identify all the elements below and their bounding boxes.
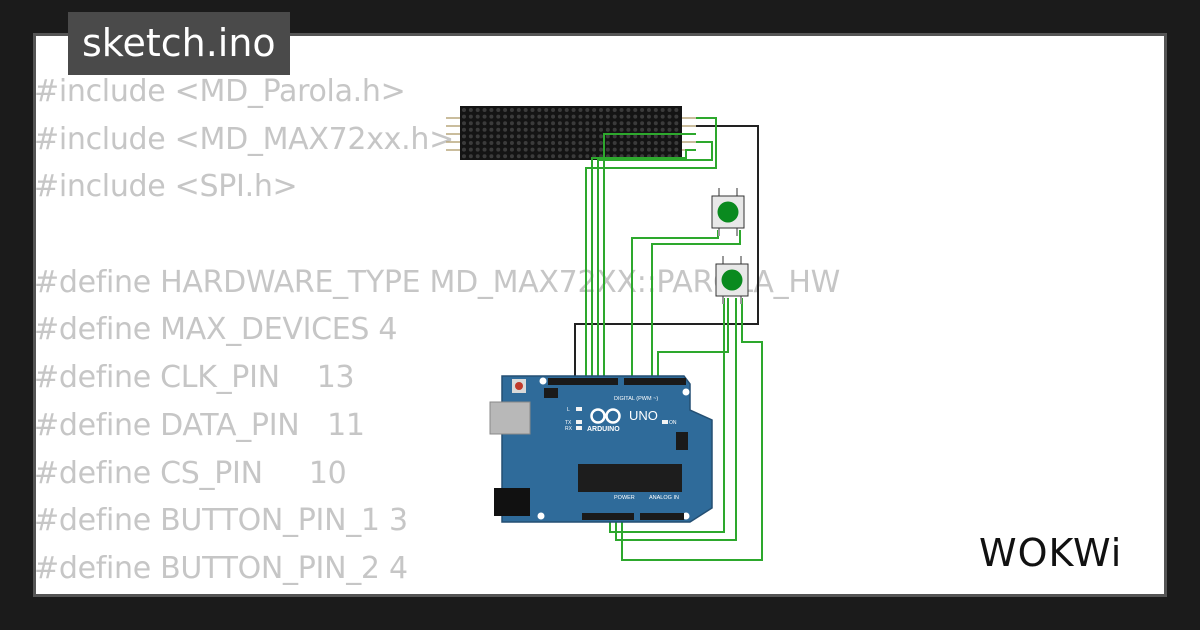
digital-label: DIGITAL (PWM ~)	[614, 396, 658, 402]
wires[interactable]	[574, 117, 763, 561]
board-model-label: UNO	[629, 408, 658, 423]
led-tx	[576, 420, 582, 424]
wire-btn2	[657, 298, 729, 380]
led-rx-label: RX	[565, 426, 573, 432]
mount-hole	[682, 512, 690, 520]
power-jack	[494, 488, 530, 516]
arduino-uno-board[interactable]: UNO ARDUINO DIGITAL (PWM ~) POWER ANALOG…	[489, 375, 713, 523]
code-line: #define BUTTON_PIN_1 3	[34, 503, 408, 539]
atmega-chip	[578, 464, 682, 492]
led-on-label: ON	[669, 420, 677, 426]
wire-vcc	[603, 133, 696, 380]
code-line: #define CLK_PIN 13	[34, 360, 355, 396]
push-button-2[interactable]	[715, 256, 749, 304]
matrix-dots	[462, 108, 679, 159]
arduino-logo-icon	[590, 408, 621, 424]
led-l-label: L	[567, 407, 570, 413]
code-line: #define BUTTON_PIN_2 4	[34, 550, 408, 586]
wire-gnd	[574, 125, 759, 380]
wokwi-logo[interactable]: WOKWi	[976, 528, 1151, 576]
icsp-header-small	[544, 388, 558, 398]
led-on	[662, 420, 668, 424]
analog-label: ANALOG IN	[649, 495, 679, 501]
wire-btn1-gnd	[631, 230, 719, 380]
board-brand-label: ARDUINO	[587, 426, 620, 433]
wire-clk	[585, 117, 717, 380]
led-l	[576, 407, 582, 411]
usb-connector	[489, 401, 531, 435]
mount-hole	[539, 377, 547, 385]
code-line: #include <MD_MAX72xx.h>	[34, 121, 454, 157]
code-line: #define HARDWARE_TYPE MD_MAX72XX::PAROLA…	[34, 264, 840, 300]
filename-tab[interactable]: sketch.ino	[68, 12, 290, 75]
analog-header	[640, 513, 684, 520]
mount-hole	[537, 512, 545, 520]
reset-button-cap	[515, 382, 523, 390]
power-label: POWER	[614, 495, 635, 501]
matrix-pins-left	[446, 117, 460, 151]
code-line: #define MAX_DEVICES 4	[34, 312, 398, 348]
power-header	[582, 513, 634, 520]
code-background: #include <MD_Parola.h> #include <MD_MAX72…	[34, 68, 840, 593]
wokwi-logo-text: WOKWi	[979, 531, 1122, 575]
code-line: #define CS_PIN 10	[34, 455, 347, 491]
wire-gnd-rail-2	[621, 298, 763, 561]
mount-hole	[682, 388, 690, 396]
code-line: #define DATA_PIN 11	[34, 407, 365, 443]
led-tx-label: TX	[565, 420, 572, 426]
push-button-1[interactable]	[711, 188, 745, 236]
code-line: #include <SPI.h>	[34, 169, 298, 205]
wire-5v	[609, 298, 725, 533]
digital-header-2	[624, 378, 686, 385]
code-line: #include <MD_Parola.h>	[34, 74, 406, 109]
wire-cs	[591, 149, 696, 380]
icsp-header	[676, 432, 688, 450]
wire-din	[597, 141, 713, 380]
digital-header-1	[548, 378, 618, 385]
wire-gnd-rail	[615, 298, 737, 541]
led-rx	[576, 426, 582, 430]
wire-btn1	[651, 230, 741, 380]
